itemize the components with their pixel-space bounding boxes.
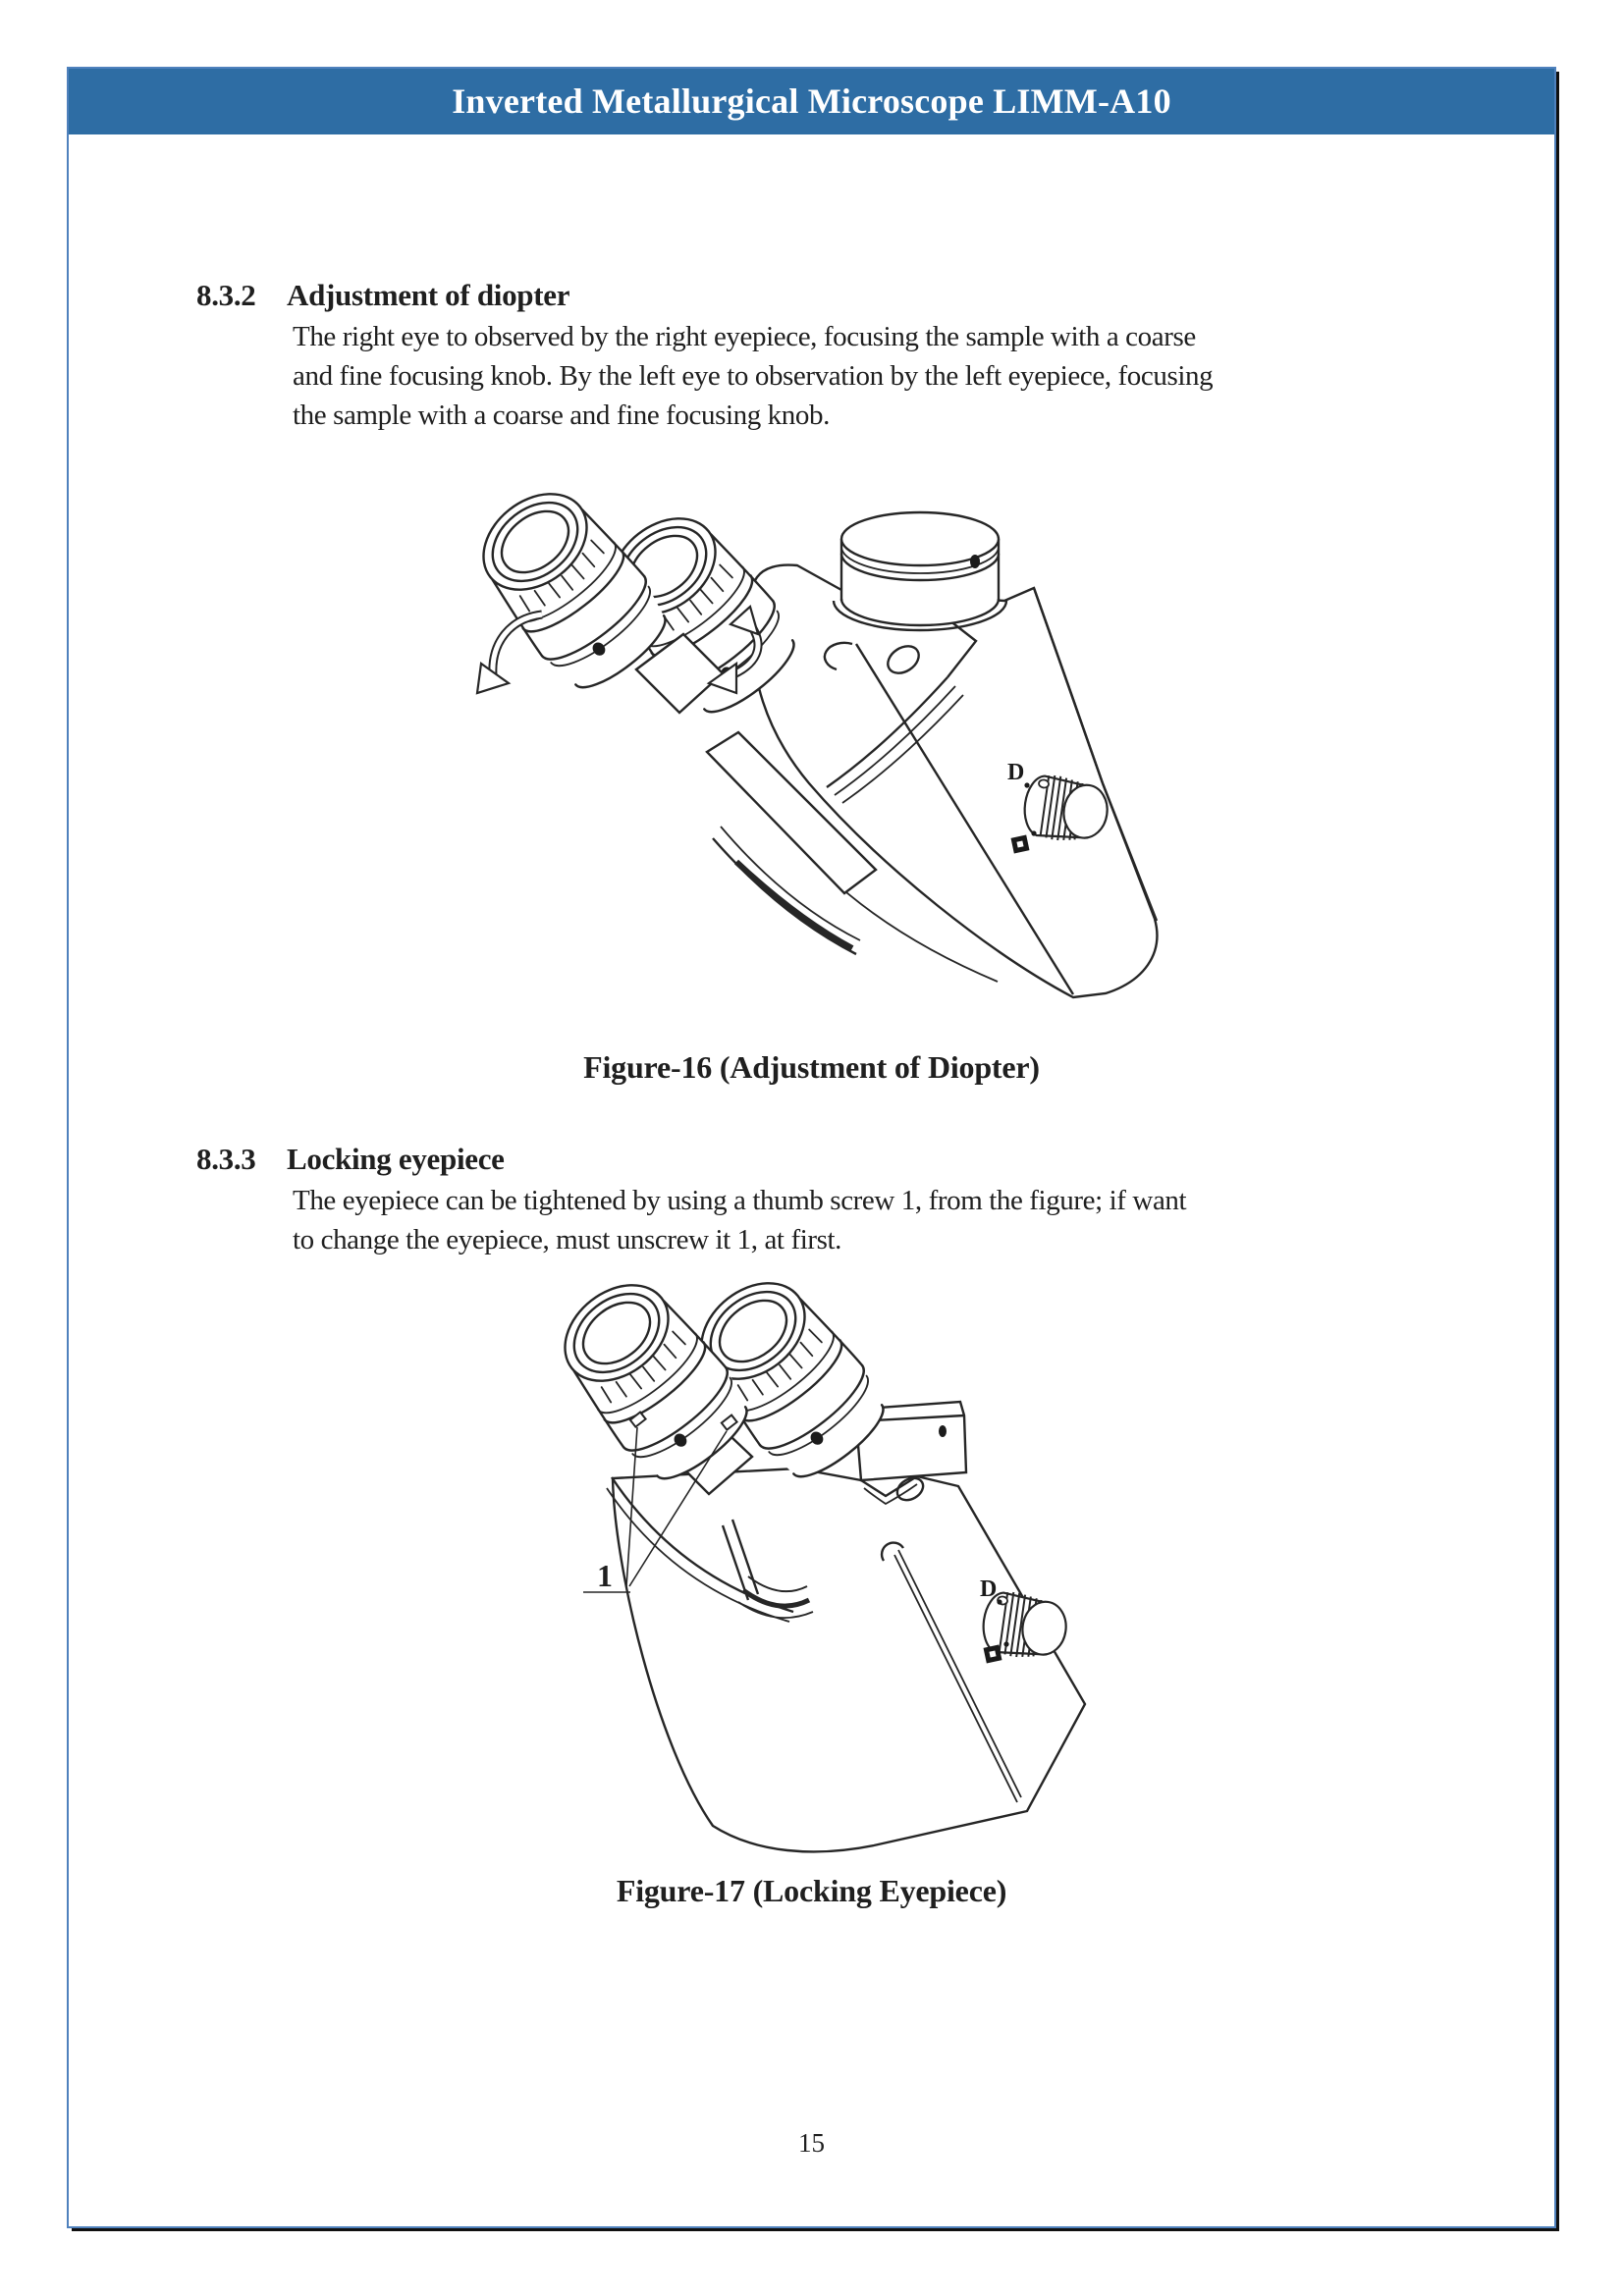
section-8-3-3-heading: 8.3.3 Locking eyepiece — [196, 1142, 505, 1177]
figure-16-caption: Figure-16 (Adjustment of Diopter) — [583, 1049, 1040, 1085]
knob-d-mark: D — [980, 1576, 997, 1602]
section-8-3-3-body: The eyepiece can be tightened by using a… — [293, 1185, 1187, 1255]
knob-dot-2 — [1003, 1641, 1009, 1647]
microscope-head-drawing-17: 1 D — [538, 1276, 1087, 1853]
microscope-head-drawing-16: D — [457, 468, 1159, 999]
knob-dot — [997, 1599, 1002, 1605]
section-8-3-2-heading: 8.3.2 Adjustment of diopter — [196, 278, 569, 313]
knob-dot — [1024, 782, 1030, 788]
knob-square-mark — [1010, 834, 1030, 854]
figure-16-illustration: D — [412, 452, 1218, 1060]
callout-1-label: 1 — [597, 1558, 613, 1593]
thumb-screw-right — [720, 1414, 738, 1432]
section-number: 8.3.3 — [196, 1142, 256, 1176]
knob-d-mark: D — [1007, 760, 1024, 785]
thumb-screw-left — [628, 1411, 647, 1429]
section-title: Locking eyepiece — [287, 1142, 505, 1176]
figure-17-illustration: 1 D — [520, 1276, 1149, 1865]
page-header-bar: Inverted Metallurgical Microscope LIMM-A… — [69, 69, 1554, 134]
trinocular-port — [832, 510, 1008, 632]
knob-square-mark — [983, 1644, 1002, 1664]
page-number: 15 — [798, 2128, 825, 2158]
figure-17-caption: Figure-17 (Locking Eyepiece) — [616, 1873, 1007, 1908]
double-rotation-arrow-icon — [706, 605, 763, 695]
rotation-arrow-icon — [475, 610, 543, 695]
section-8-3-2-body: The right eye to observed by the right e… — [293, 321, 1214, 431]
section-number: 8.3.2 — [196, 278, 256, 312]
knob-dot-2 — [1031, 830, 1037, 836]
head-body — [705, 563, 1159, 999]
section-title: Adjustment of diopter — [287, 278, 570, 312]
page-frame: Inverted Metallurgical Microscope LIMM-A… — [67, 67, 1556, 2228]
callout-1: 1 — [583, 1426, 728, 1593]
document-title: Inverted Metallurgical Microscope LIMM-A… — [452, 81, 1171, 121]
